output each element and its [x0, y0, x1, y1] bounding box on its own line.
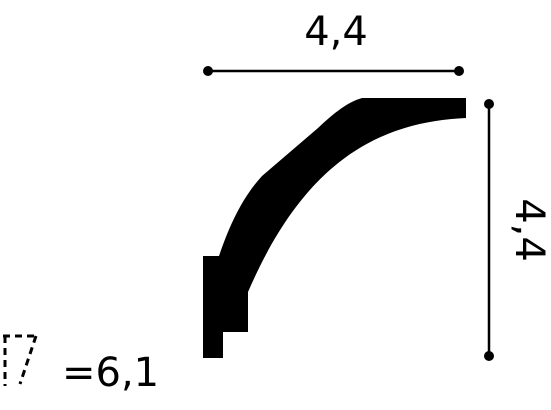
height-dimension-endpoint-bottom — [484, 351, 494, 361]
width-dimension-endpoint-left — [203, 66, 213, 76]
width-dimension: 4,4 — [203, 9, 464, 76]
perimeter-icon — [3, 334, 38, 386]
width-dimension-endpoint-right — [454, 66, 464, 76]
cornice-profile-shape — [203, 98, 466, 358]
height-dimension: 4,4 — [484, 99, 551, 361]
width-dimension-label: 4,4 — [304, 9, 368, 55]
height-dimension-endpoint-top — [484, 99, 494, 109]
height-dimension-label: 4,4 — [506, 198, 551, 262]
perimeter-value: =6,1 — [62, 350, 159, 396]
perimeter-indicator: =6,1 — [3, 334, 159, 396]
